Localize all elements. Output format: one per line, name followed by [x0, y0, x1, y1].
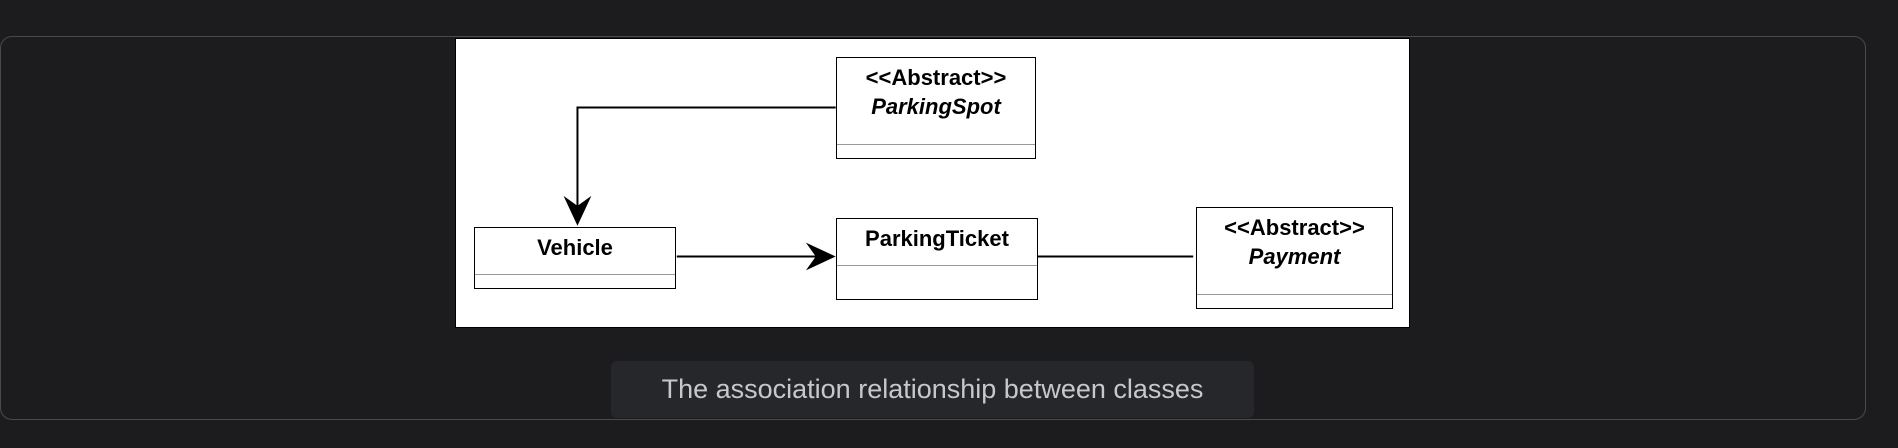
relationship-lines [563, 106, 1194, 271]
class-parkingspot-stereotype: <<Abstract>> [865, 65, 1007, 90]
class-vehicle-divider [475, 274, 675, 275]
figure-frame [0, 36, 1866, 420]
class-parkingspot-divider [837, 144, 1035, 145]
class-vehicle: Vehicle [474, 227, 676, 289]
association-parkingspot-vehicle [576, 106, 836, 212]
class-payment-divider [1197, 294, 1392, 295]
class-parkingspot-name: ParkingSpot [871, 93, 1001, 119]
class-payment: <<Abstract>> Payment [1196, 207, 1393, 309]
class-parkingticket-divider [837, 265, 1037, 266]
class-parkingticket-name: ParkingTicket [865, 226, 1009, 251]
class-parkingticket: ParkingTicket [836, 218, 1038, 300]
arrowhead-to-vehicle [563, 195, 592, 226]
class-parkingspot: <<Abstract>> ParkingSpot [836, 57, 1036, 159]
class-vehicle-name: Vehicle [537, 235, 613, 260]
figure-caption: The association relationship between cla… [611, 361, 1254, 418]
uml-diagram: <<Abstract>> ParkingSpot Vehicle Parking… [455, 38, 1410, 328]
arrowhead-to-parkingticket [805, 242, 836, 271]
class-payment-name: Payment [1248, 243, 1341, 269]
class-payment-stereotype: <<Abstract>> [1224, 215, 1365, 240]
